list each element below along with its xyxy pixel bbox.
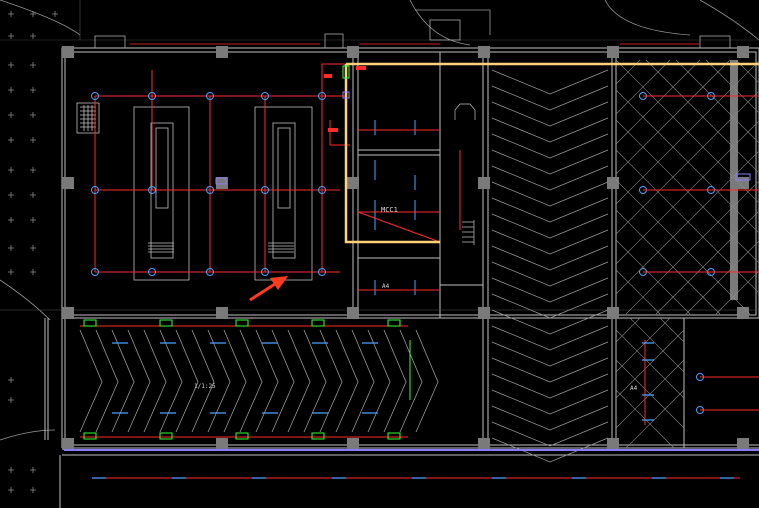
driveway-chevron (207, 329, 231, 433)
ramp-chevron (491, 229, 609, 255)
driveway-chevron (111, 329, 135, 433)
red-tags (324, 66, 366, 132)
driveway-chevron (367, 329, 391, 433)
ramp-chevrons (491, 69, 609, 463)
ramp-chevron (491, 341, 609, 367)
ramp-chevron (491, 85, 609, 111)
ramp-chevron (491, 213, 609, 239)
driveway-chevron (127, 329, 151, 433)
highlight-outline (344, 62, 759, 244)
ramp-chevron (491, 261, 609, 287)
ramp-chevron (491, 277, 609, 303)
driveway-chevron (335, 329, 359, 433)
staircase-icon (454, 103, 476, 245)
ramp-label: 1/1:25 (194, 383, 216, 390)
top-band-details (94, 19, 731, 49)
room-label-left: A4 (382, 283, 390, 290)
structural-columns (62, 46, 749, 450)
driveway-chevron (79, 329, 103, 433)
ramp-chevron (491, 181, 609, 207)
driveway-chevrons (79, 329, 439, 433)
ramp-chevron (491, 309, 609, 335)
junction-markers (215, 65, 751, 185)
driveway-chevron (287, 329, 311, 433)
ramp-chevron (491, 357, 609, 383)
driveway-chevron (399, 329, 423, 433)
ramp-chevron (491, 421, 609, 447)
ramp-chevron (491, 69, 609, 95)
ramp-chevron (491, 165, 609, 191)
driveway-chevron (175, 329, 199, 433)
green-tags (83, 319, 411, 440)
ramp-chevron (491, 325, 609, 351)
mcc-label: MCC1 (381, 206, 398, 214)
driveway-chevron (191, 329, 215, 433)
driveway-chevron (239, 329, 263, 433)
driveway-chevron (415, 329, 439, 433)
driveway-chevron (159, 329, 183, 433)
driveway-chevron (223, 329, 247, 433)
lighting-circuits (94, 63, 350, 273)
ramp-chevron (491, 133, 609, 159)
driveway-chevron (303, 329, 327, 433)
ramp-chevron (491, 117, 609, 143)
driveway-lights (92, 342, 734, 479)
room-label-right: A4 (630, 385, 638, 392)
background-grid-marks (8, 11, 58, 493)
ramp-chevron (491, 293, 609, 319)
ramp-chevron (491, 245, 609, 271)
mcc-room (374, 120, 416, 295)
driveway-chevron (319, 329, 343, 433)
ramp-chevron (491, 373, 609, 399)
driveway-chevron (95, 329, 119, 433)
driveway-chevron (255, 329, 279, 433)
driveway-chevron (351, 329, 375, 433)
driveway-chevron (383, 329, 407, 433)
feeder-lines (357, 129, 461, 291)
red-pointer-arrow-icon (249, 276, 288, 302)
hatched-zone (615, 59, 759, 449)
right-zone-circuits (643, 95, 759, 425)
ramp-chevron (491, 149, 609, 175)
ramp-chevron (491, 101, 609, 127)
ramp-chevron (491, 389, 609, 415)
ramp-chevron (491, 197, 609, 223)
driveway-chevron (143, 329, 167, 433)
driveway-chevron (271, 329, 295, 433)
ramp-chevron (491, 405, 609, 431)
site-curves (0, 0, 759, 441)
ramp-chevron (491, 437, 609, 463)
